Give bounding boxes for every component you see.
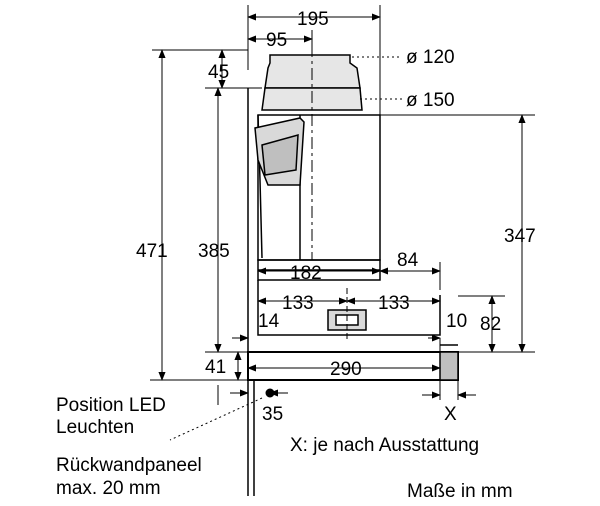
dim-182: 182 — [290, 263, 322, 284]
back-panel-label-line2: max. 20 mm — [56, 478, 161, 499]
dimension-lines — [150, 5, 535, 441]
dim-133-left: 133 — [282, 293, 314, 314]
dim-14: 14 — [258, 311, 280, 332]
dim-471: 471 — [136, 241, 168, 262]
dim-x: X — [444, 404, 457, 425]
dim-45: 45 — [208, 62, 229, 83]
dim-95: 95 — [266, 30, 287, 51]
x-footnote: X: je nach Ausstattung — [290, 435, 479, 456]
dim-82: 82 — [480, 314, 501, 335]
dim-290: 290 — [330, 359, 362, 380]
units-note: Maße in mm — [407, 481, 513, 502]
dim-dia-120: ø 120 — [406, 47, 455, 68]
led-label-line2: Leuchten — [56, 417, 134, 438]
dim-195: 195 — [297, 9, 329, 30]
dim-41: 41 — [205, 357, 226, 378]
dim-dia-150: ø 150 — [406, 90, 455, 111]
back-panel-label-line1: Rückwandpaneel — [56, 455, 202, 476]
dim-133-right: 133 — [378, 293, 410, 314]
led-position-marker — [265, 388, 275, 398]
dim-347: 347 — [504, 226, 536, 247]
led-label-line1: Position LED — [56, 395, 166, 416]
dim-10: 10 — [446, 311, 467, 332]
dim-84: 84 — [397, 250, 419, 271]
dim-385: 385 — [198, 241, 230, 262]
dim-35: 35 — [262, 404, 283, 425]
